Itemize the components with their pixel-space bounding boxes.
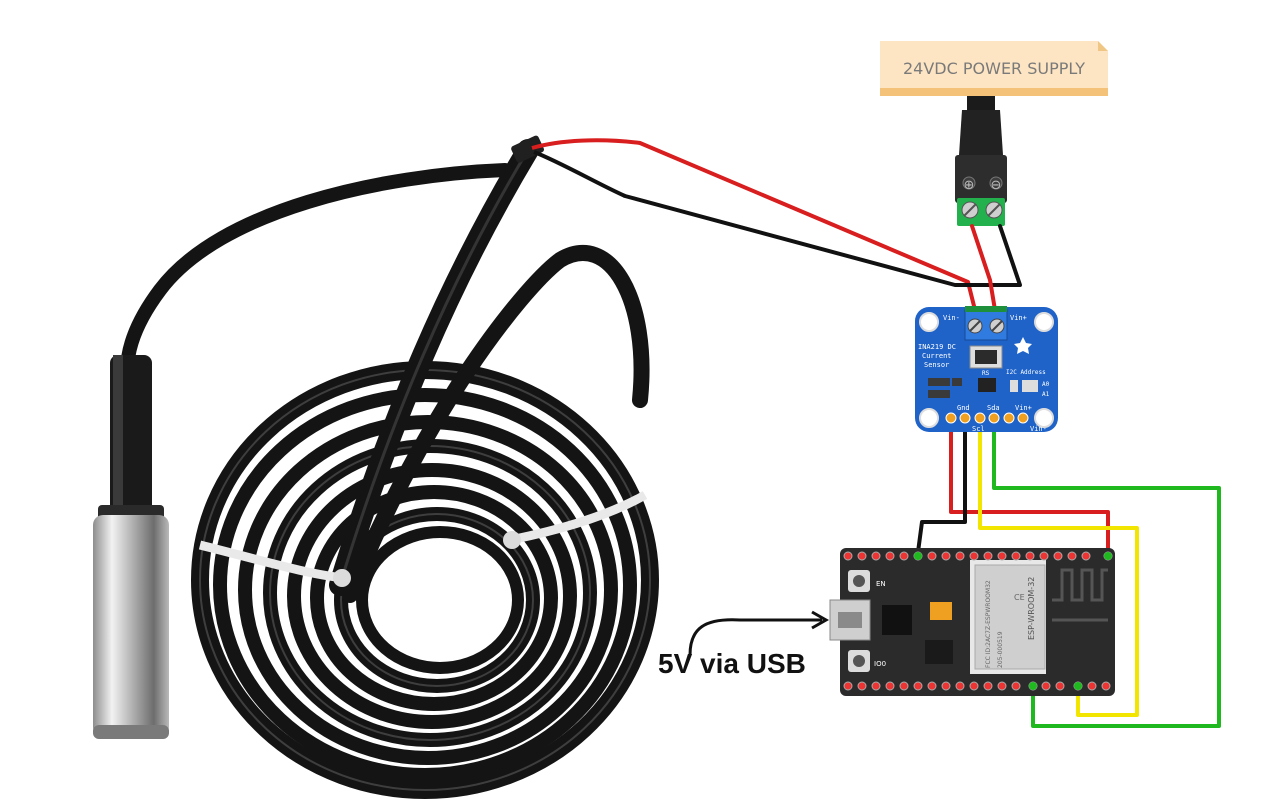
wires [623,141,1221,728]
probe-wire-end [511,135,641,198]
ina-scl: Scl [972,425,985,433]
cable-tie-left [198,540,346,583]
probe-cable [120,163,512,387]
wire-probe-red [638,141,977,312]
flower-icon [1014,337,1032,354]
esp32-boot-label: IO0 [874,660,886,668]
psu-minus-icon: ⊖ [991,178,1002,193]
wire-scl-yellow [978,420,1139,717]
esp32-pins-bottom [843,681,1111,691]
wire-probe-black [623,194,1022,287]
pressure-probe [93,355,169,739]
usb-label: 5V via USB [658,648,806,679]
ina-a0: A0 [1042,381,1050,388]
psu-plus-icon: ⊕ [964,178,975,193]
usb-arrow [688,618,822,656]
esp32-en-label: EN [876,580,886,588]
cable-loop [342,245,650,603]
ina-rs: RS [982,370,990,377]
ina-vin-plus: Vin+ [1010,314,1027,322]
ina-vin-minus: Vin- [943,314,960,322]
esp32-fcc: FCC ID:2AC7Z-ESPWROOM32 [985,580,992,668]
ina-a1: A1 [1042,391,1050,398]
ina-title-3: Sensor [924,361,949,369]
wire-psu-red [970,224,997,312]
ina-title-1: INA219 DC [918,343,956,351]
esp32-pins-top [843,551,1113,561]
ina-sda: Sda [987,404,1000,412]
ina219-board [915,306,1058,432]
arrow-head-icon [811,610,830,630]
psu-label: 24VDC POWER SUPPLY [903,59,1085,78]
esp32-ce: CE [1014,593,1025,602]
wire-vcc-red [949,420,1110,554]
ina-gnd: Gnd [957,404,970,412]
ina-vin-minus-bottom: Vin- [1030,425,1047,433]
power-supply [880,41,1108,226]
wire-sda-green [992,420,1221,728]
cable-tie-right [509,491,648,545]
ina-title-2: Current [922,352,952,360]
esp32-module-name: ESP-WROOM-32 [1027,577,1036,640]
wire-gnd-black [916,420,967,554]
esp32-model: 205-000519 [997,631,1004,668]
ina-i2c: I2C Address [1006,369,1046,376]
esp32-board [829,548,1115,696]
ina-vin-plus-bottom: Vin+ [1015,404,1032,412]
cable-coil [191,361,659,799]
antenna-trace [1052,568,1108,622]
